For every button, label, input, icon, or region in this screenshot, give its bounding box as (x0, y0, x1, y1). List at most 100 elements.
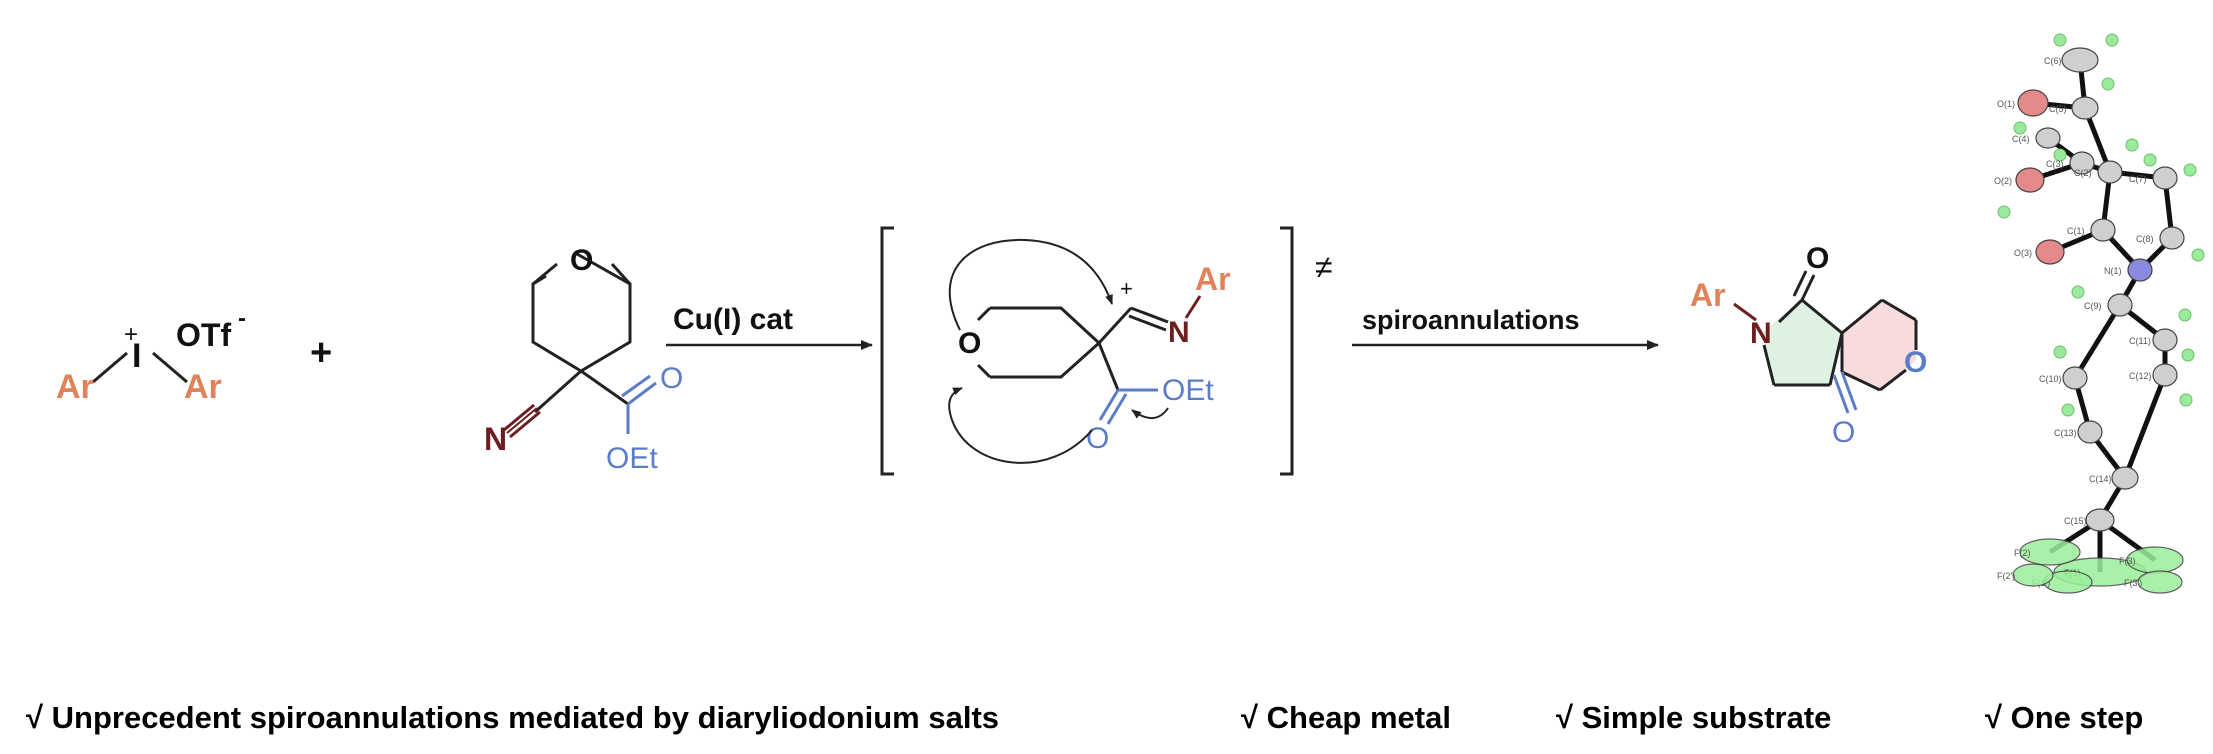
hydrogen-atom (2178, 308, 2192, 322)
crystal-atom-label: C(9) (2084, 301, 2102, 311)
crystal-atom (2069, 151, 2095, 175)
hydrogen-atom (2053, 345, 2067, 359)
iminium-n-label: N (1168, 316, 1190, 349)
catalyst-label: Cu(I) cat (673, 303, 793, 336)
hydrogen-atom (2071, 285, 2085, 299)
lactam-o-label: O (1806, 242, 1829, 275)
product-aryl-label: Ar (1690, 277, 1726, 313)
crystal-structure: C(6)O(1)C(5)C(4)C(3)O(2)C(2)C(7)C(1)C(8)… (1994, 33, 2205, 594)
diaryliodonium-salt: + OTf - I Ar Ar (56, 305, 246, 406)
crystal-atom-label: C(8) (2136, 234, 2154, 244)
hydrogen-atom (2125, 138, 2139, 152)
crystal-atom (2061, 47, 2099, 73)
crystal-atom-label: F(2') (1997, 571, 2015, 581)
crystal-atom-label: C(12) (2129, 371, 2152, 381)
aryl-left-label: Ar (56, 368, 94, 406)
curly-arrow-bottom (948, 387, 1093, 464)
crystal-atom-label: F(3) (2119, 556, 2136, 566)
crystal-atom (2159, 226, 2185, 250)
crystal-atom-label: C(13) (2054, 428, 2077, 438)
crystal-atom (2152, 363, 2178, 387)
crystal-atom-label: C(5) (2049, 104, 2067, 114)
triflate-charge: - (238, 305, 246, 332)
crystal-atom-label: C(6) (2044, 56, 2062, 66)
intermediate-carbonyl-o: O (1086, 422, 1109, 455)
crystal-atom-label: C(7) (2129, 174, 2147, 184)
crystal-atom-label: C(4) (2012, 134, 2030, 144)
crystal-atom (2137, 570, 2183, 594)
crystal-atom (2097, 160, 2123, 184)
crystal-atom (2077, 420, 2103, 444)
crystal-atom (2035, 127, 2061, 149)
crystal-atom-label: O(3) (2014, 248, 2032, 258)
feature-one-step: √ One step (1985, 700, 2144, 735)
crystal-atom (2107, 293, 2133, 317)
crystal-atom-label: C(14) (2089, 474, 2112, 484)
plus-sign: + (310, 332, 332, 374)
substrate-ring-oxygen: O (570, 244, 593, 277)
crystal-atom (2062, 366, 2088, 390)
substrate-carbonyl-o: O (660, 362, 683, 395)
hydrogen-atom (2143, 153, 2157, 167)
feature-cheap-metal: √ Cheap metal (1241, 700, 1451, 735)
crystal-bond (2122, 374, 2168, 479)
step2-arrow: spiroannulations (1352, 305, 1659, 350)
substrate: O N O OEt (484, 244, 683, 475)
hydrogen-atom (2101, 77, 2115, 91)
transition-state-symbol: ≠ (1315, 249, 1333, 285)
crystal-atom (2152, 166, 2178, 190)
intermediate-ester-label: OEt (1162, 374, 1214, 407)
substrate-ester-label: OEt (606, 442, 658, 475)
feature-list: √ Unprecedent spiroannulations mediated … (0, 700, 2213, 748)
lactone-ring-o-label: O (1904, 346, 1927, 379)
crystal-atom-label: O(2) (1994, 176, 2012, 186)
crystal-atom (2012, 563, 2054, 587)
curly-arrow-top (948, 238, 1113, 331)
reaction-scheme: + OTf - I Ar Ar + O N O OEt Cu(I) cat ≠ (56, 33, 2205, 594)
nitrile-n-label: N (484, 421, 507, 457)
crystal-atom-label: C(10) (2039, 374, 2062, 384)
crystal-atom-label: C(11) (2129, 336, 2151, 346)
hydrogen-atom (1997, 205, 2011, 219)
hydrogen-atom (2179, 393, 2193, 407)
crystal-atom (2152, 328, 2178, 352)
crystal-atom (2019, 538, 2081, 566)
crystal-atom (2017, 89, 2049, 117)
crystal-atom (2015, 167, 2045, 193)
left-bracket (880, 226, 894, 476)
crystal-atom-label: C(1) (2067, 226, 2085, 236)
crystal-atom (2035, 239, 2065, 265)
iminium-charge: + (1120, 276, 1133, 301)
crystal-atom-label: C(15) (2064, 516, 2087, 526)
hydrogen-atom (2191, 248, 2205, 262)
crystal-atom (2085, 508, 2115, 532)
intermediate: ≠ O + N Ar O OEt (880, 226, 1333, 476)
intermediate-aryl-label: Ar (1195, 261, 1231, 297)
crystal-atom (2111, 466, 2139, 490)
crystal-atom-label: F(2) (2014, 548, 2031, 558)
hydrogen-atom (2105, 33, 2119, 47)
spiro-product: O N Ar O O (1690, 242, 1927, 449)
feature-simple-substrate: √ Simple substrate (1556, 700, 1832, 735)
crystal-atom (2127, 258, 2153, 282)
crystal-atom-label: N(1) (2104, 266, 2122, 276)
crystal-atom-label: O(1) (1997, 99, 2015, 109)
curly-arrow-ester (1131, 407, 1169, 419)
aryl-right-label: Ar (184, 368, 222, 406)
iodine-label: I (132, 337, 141, 375)
lactam-n-label: N (1750, 317, 1772, 350)
lactone-o-label: O (1832, 416, 1855, 449)
step1-arrow: Cu(I) cat (666, 303, 873, 350)
triflate-label: OTf (176, 317, 231, 353)
hydrogen-atom (2013, 121, 2027, 135)
crystal-atom (2071, 96, 2099, 120)
hydrogen-atom (2053, 33, 2067, 47)
hydrogen-atom (2053, 148, 2067, 162)
hydrogen-atom (2183, 163, 2197, 177)
crystal-atom-label: C(2) (2074, 168, 2092, 178)
iodonium-charge: + (124, 321, 138, 348)
crystal-bond (2072, 303, 2123, 380)
hydrogen-atom (2061, 403, 2075, 417)
crystal-atom (2090, 218, 2116, 242)
feature-unprecedent: √ Unprecedent spiroannulations mediated … (26, 700, 1000, 735)
